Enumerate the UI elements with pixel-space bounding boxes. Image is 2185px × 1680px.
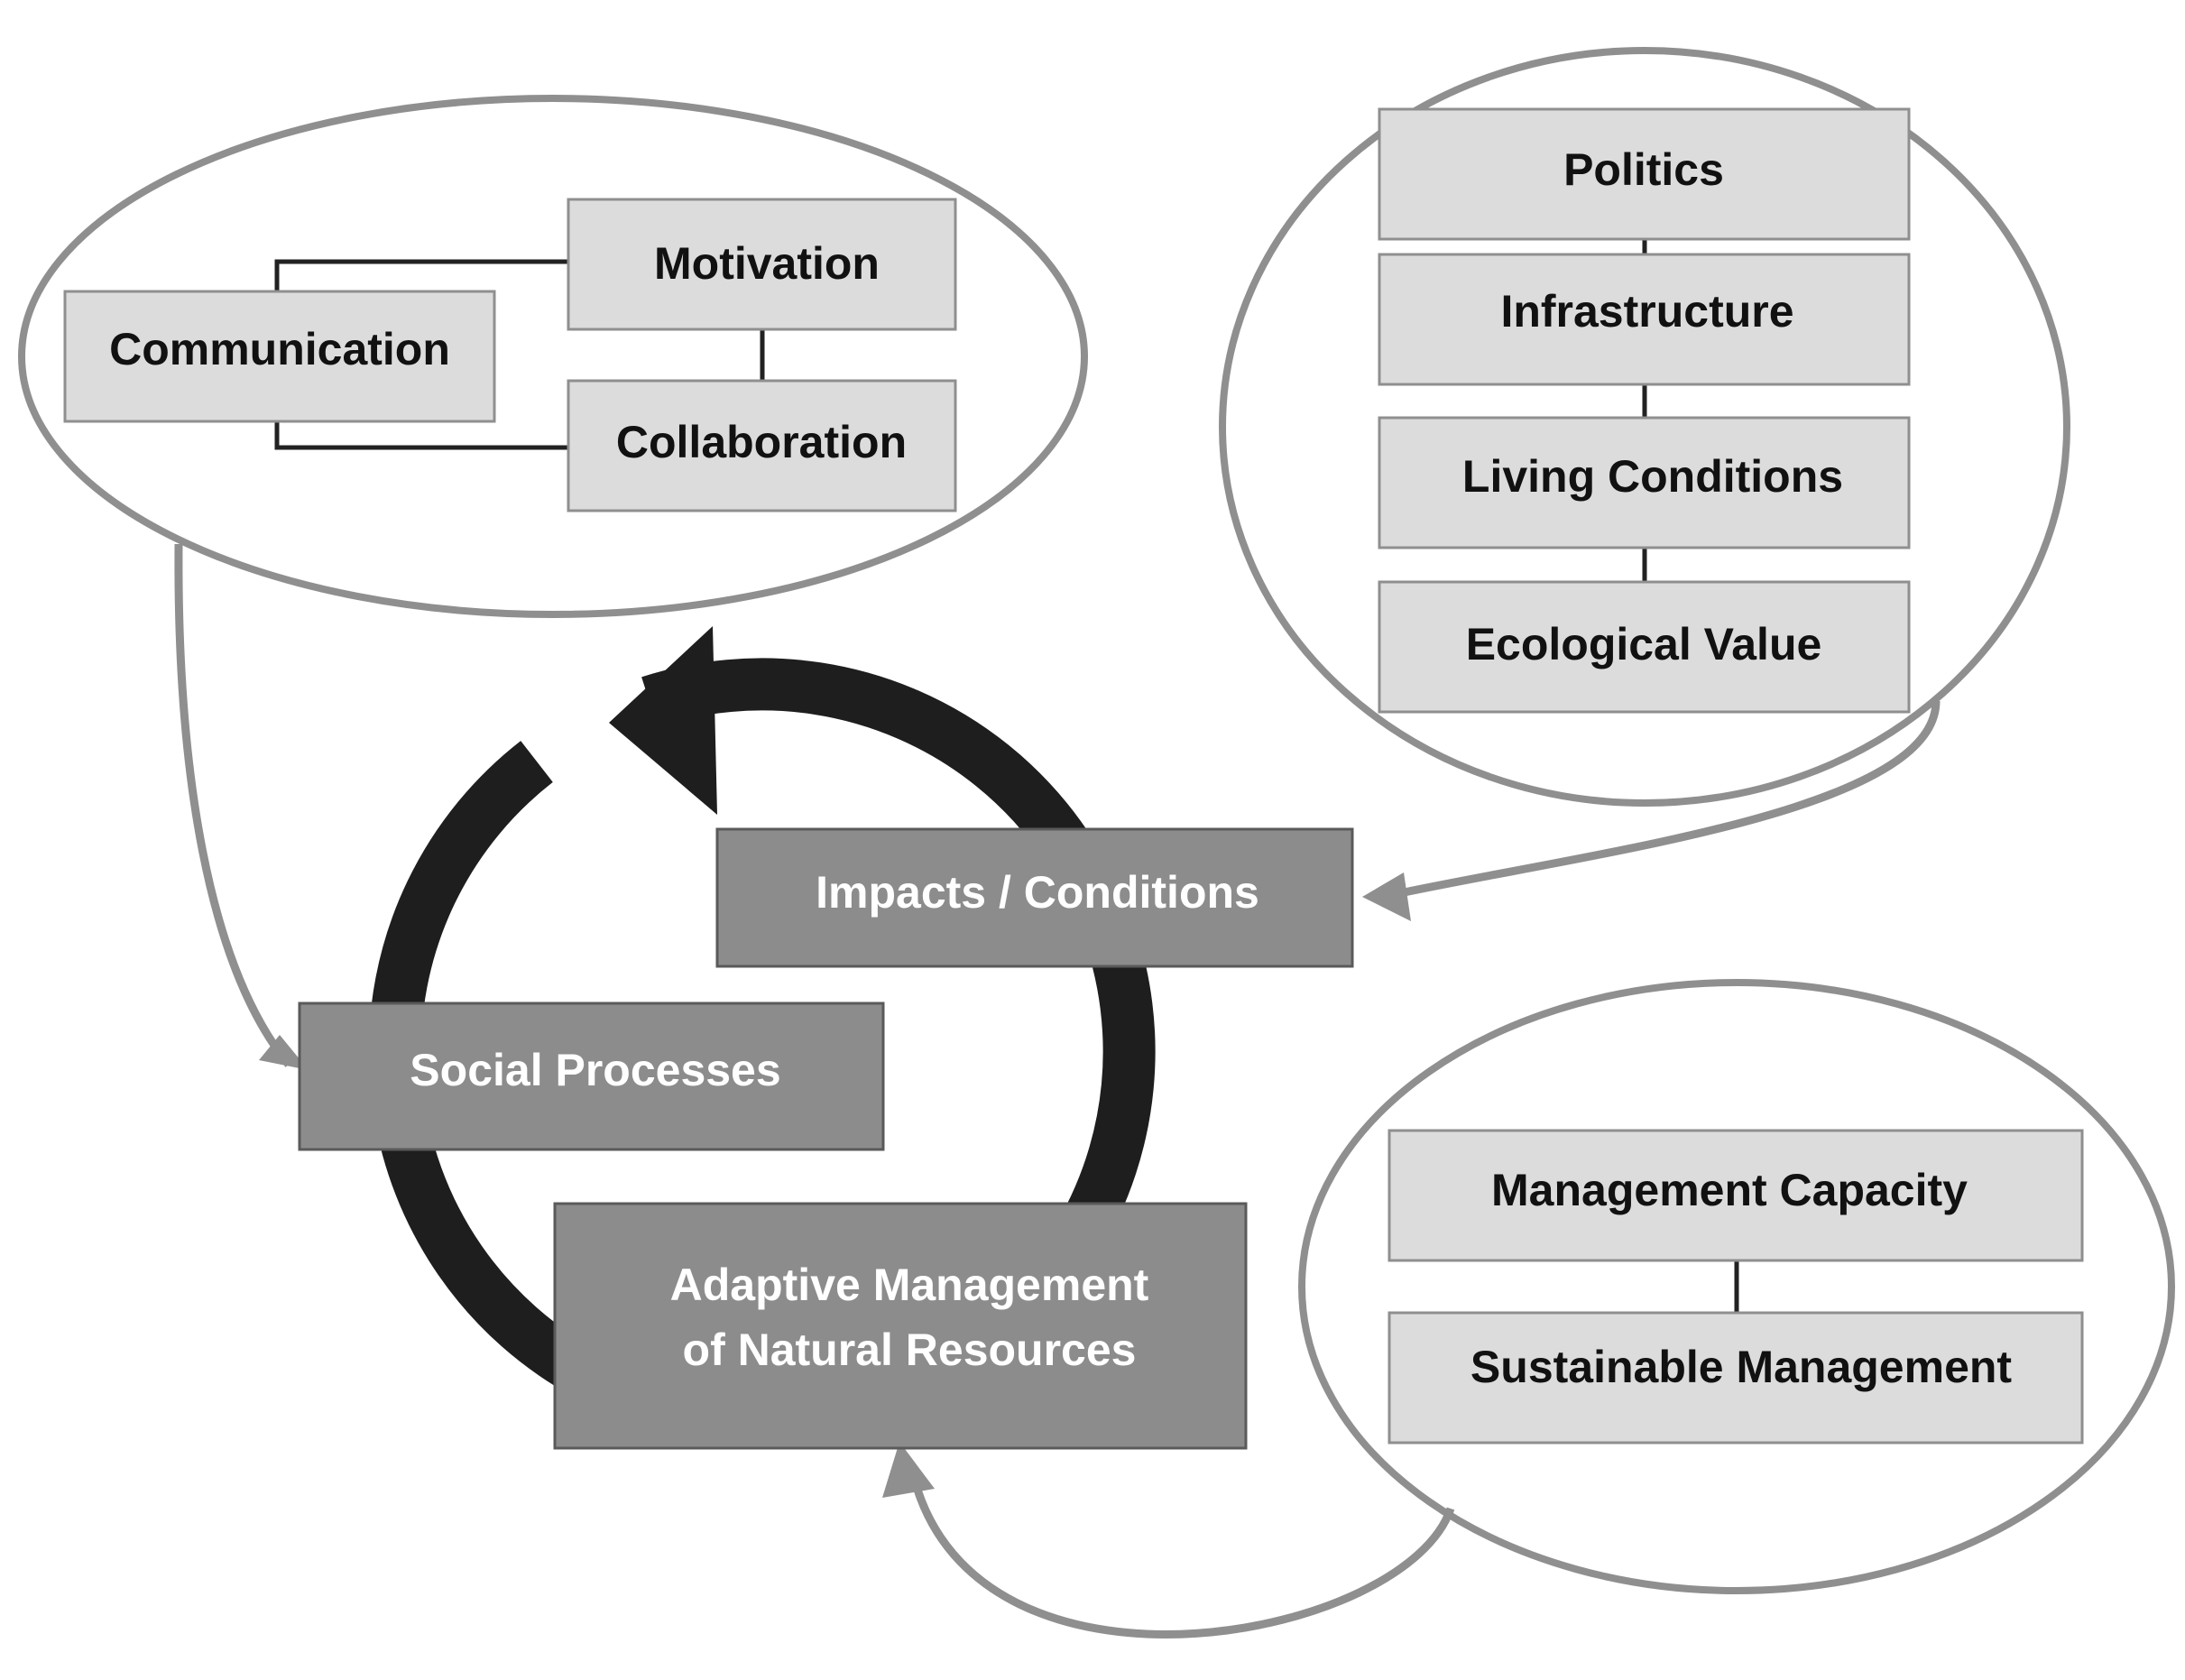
social-processes-label: Social Processes	[410, 1045, 780, 1095]
motivation-box: Motivation	[567, 198, 957, 331]
living-conditions-label: Living Conditions	[1462, 451, 1843, 502]
management-capacity-box: Management Capacity	[1388, 1129, 2084, 1262]
management-capacity-label: Management Capacity	[1491, 1165, 1968, 1215]
communication-bracket-top	[274, 259, 568, 291]
social-factors-ellipse	[18, 95, 1088, 618]
cycle-arrowhead	[609, 626, 717, 815]
communication-bracket-bottom	[274, 421, 568, 450]
living-conditions-box: Living Conditions	[1378, 416, 1911, 549]
social-processes-box: Social Processes	[298, 1002, 885, 1151]
infrastructure-label: Infrastructure	[1500, 286, 1793, 337]
connector-social-to-processes	[174, 543, 292, 1067]
sustainable-management-label: Sustainable Management	[1470, 1342, 2012, 1392]
collaboration-box: Collaboration	[567, 379, 957, 512]
collaboration-label: Collaboration	[616, 417, 907, 467]
sustainable-management-box: Sustainable Management	[1388, 1311, 2084, 1445]
ecological-value-box: Ecological Value	[1378, 580, 1911, 714]
politics-label: Politics	[1563, 144, 1724, 195]
motivation-label: Motivation	[654, 238, 880, 289]
context-factors-circle	[1219, 47, 2070, 807]
ecological-value-label: Ecological Value	[1466, 619, 1822, 669]
communication-label: Communication	[109, 324, 450, 374]
politics-box: Politics	[1378, 107, 1911, 241]
communication-box: Communication	[63, 290, 496, 423]
adaptive-management-label-line1: Adaptive Management	[670, 1260, 1149, 1310]
adaptive-management-label-line2: of Natural Resources	[683, 1325, 1137, 1375]
connector-management-arrowhead	[882, 1442, 935, 1498]
impacts-conditions-box: Impacts / Conditions	[715, 827, 1354, 968]
connector-context-arrowhead	[1362, 872, 1411, 921]
adaptive-management-box: Adaptive Management of Natural Resources	[553, 1202, 1248, 1450]
connector-context-to-impacts	[1390, 700, 1941, 900]
connector-social-arrowhead	[259, 1035, 309, 1070]
infrastructure-box: Infrastructure	[1378, 253, 1911, 386]
impacts-conditions-label: Impacts / Conditions	[816, 867, 1259, 918]
management-factors-ellipse	[1298, 979, 2175, 1594]
connector-management-to-adaptive	[913, 1488, 1455, 1638]
